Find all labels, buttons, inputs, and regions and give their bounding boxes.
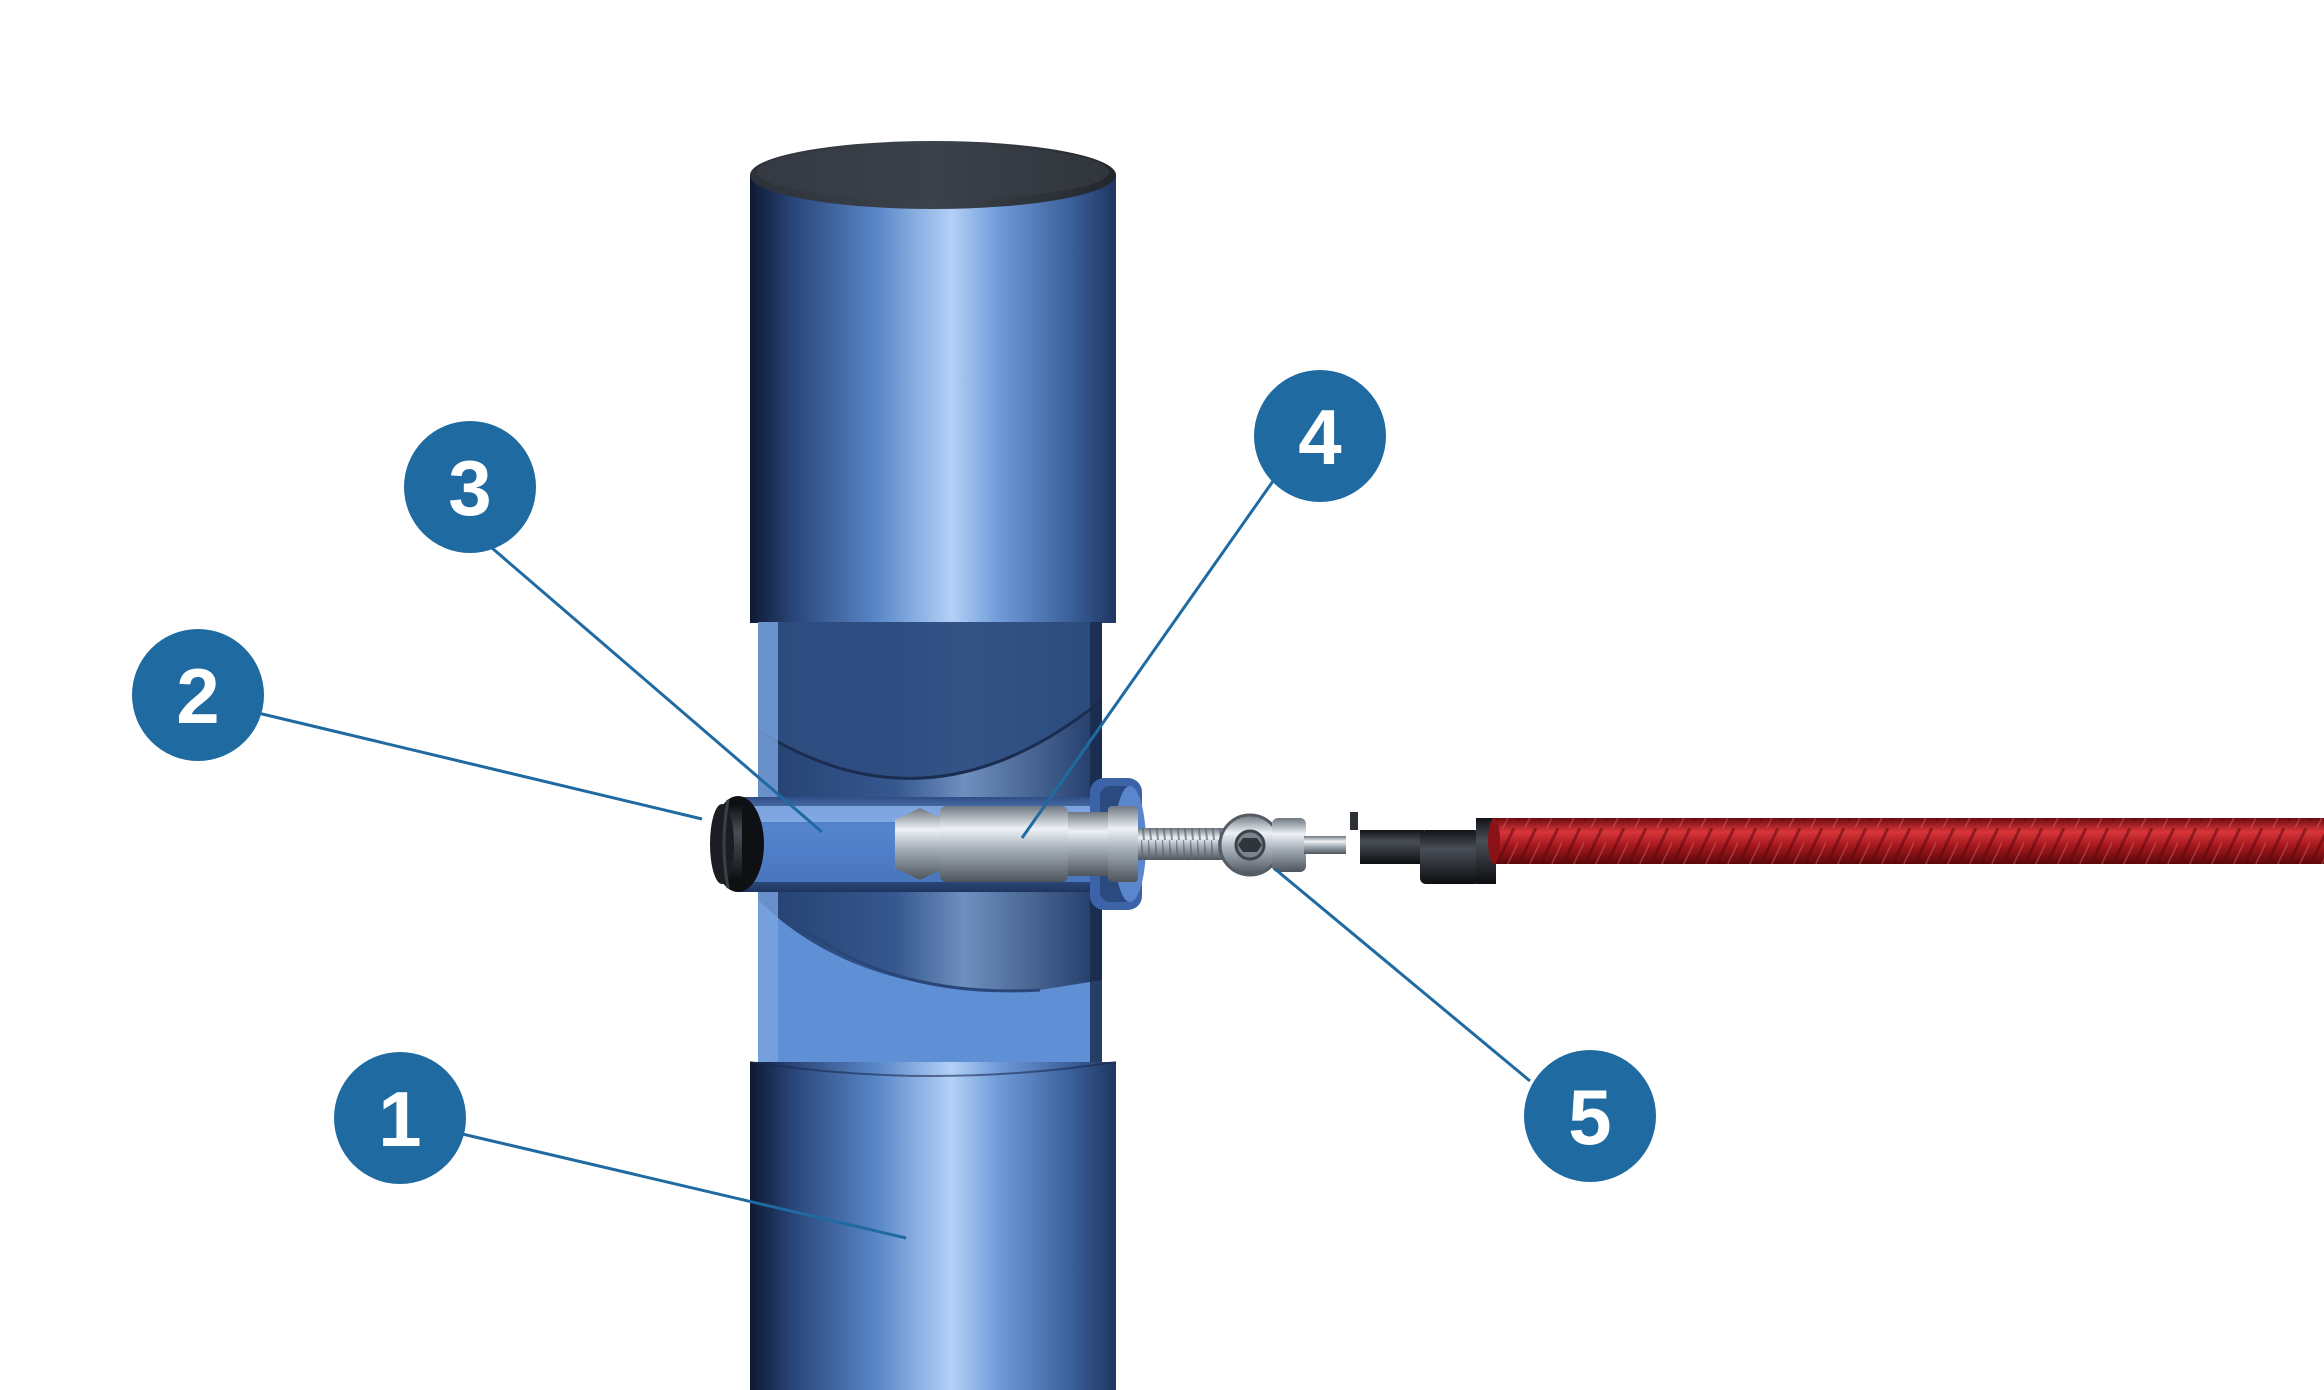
leader-lines <box>257 473 1531 1240</box>
callout-3: 3 <box>404 421 536 553</box>
red-rope <box>1488 818 2324 864</box>
callout-1: 1 <box>334 1052 466 1184</box>
threaded-terminal <box>895 806 1228 882</box>
callout-5: 5 <box>1524 1050 1656 1182</box>
post-upper-section <box>750 141 1116 623</box>
end-plug <box>710 796 764 892</box>
leader-line-1 <box>457 1131 907 1240</box>
swivel-eye <box>1218 812 1358 877</box>
callout-1-number: 1 <box>378 1075 421 1163</box>
hex-nut <box>895 808 945 880</box>
leader-line-5 <box>1274 867 1531 1083</box>
leader-line-4 <box>1020 473 1280 839</box>
callout-2-number: 2 <box>176 652 219 740</box>
callout-3-number: 3 <box>448 444 491 532</box>
callout-2: 2 <box>132 629 264 761</box>
leader-line-2 <box>257 711 703 821</box>
rope-swage-fitting <box>1360 818 1496 884</box>
callout-4: 4 <box>1254 370 1386 502</box>
callout-5-number: 5 <box>1568 1073 1611 1161</box>
callout-4-number: 4 <box>1298 393 1341 481</box>
leader-line-3 <box>484 540 823 834</box>
post-lower-section <box>749 1061 1117 1390</box>
